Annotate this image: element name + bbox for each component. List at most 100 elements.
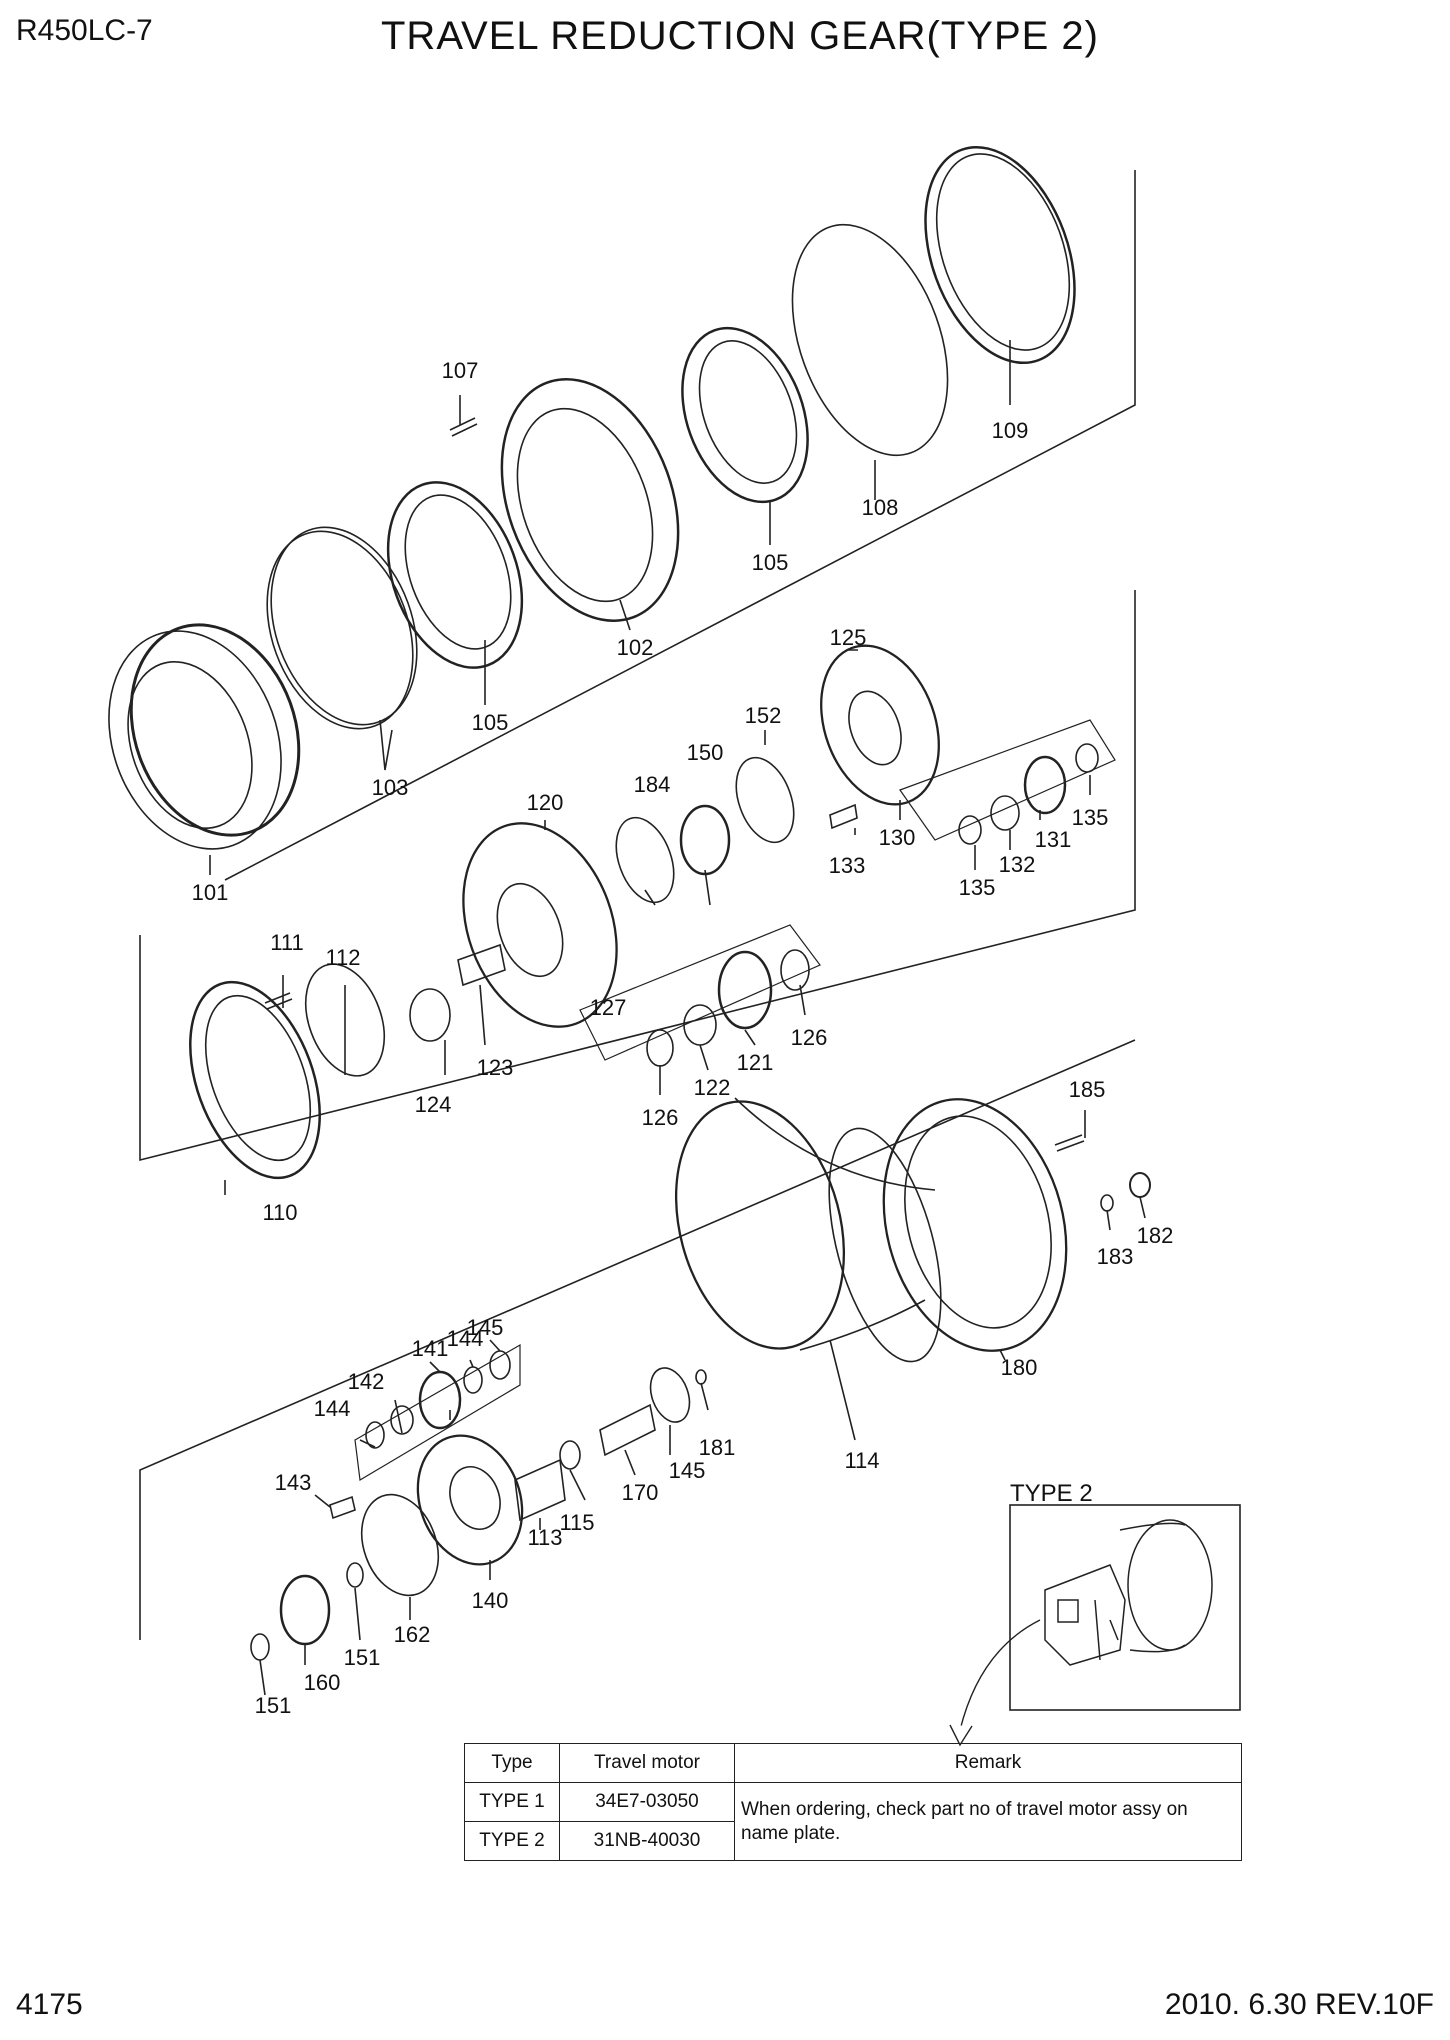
callout-152: 152 [745,703,782,728]
callout-126: 126 [642,1105,679,1130]
callout-180: 180 [1001,1355,1038,1380]
part-102-hub [500,377,680,623]
part-162-ring [360,1493,440,1597]
part-181-ring [695,1369,707,1385]
callout-labels: 1011021031051051071081091101111121131141… [192,358,1174,1718]
callout-105: 105 [472,710,509,735]
part-107-bolt [449,417,478,437]
type-table: Type Travel motor Remark TYPE 1 34E7-030… [464,1743,1242,1861]
part-184-ring [615,816,675,904]
callout-162: 162 [394,1622,431,1647]
inset-arrowhead [949,1724,973,1747]
part-145-snap-ring [649,1367,691,1423]
part-108-ring [791,223,949,457]
callout-125: 125 [830,625,867,650]
part-126-washer [780,949,810,991]
part-131-gear [1023,755,1067,815]
part-145-ring [489,1350,511,1380]
callout-103: 103 [372,775,409,800]
callout-107: 107 [442,358,479,383]
callout-181: 181 [699,1435,736,1460]
frame-lower [139,1039,1136,1640]
callout-184: 184 [634,772,671,797]
table-row: TYPE 2 31NB-40030 [464,1821,1242,1861]
cell-type: TYPE 2 [464,1821,560,1861]
part-113-bearing [514,1458,566,1522]
part-112-ring [304,963,386,1077]
part-135-washer-b [958,815,982,845]
part-152-ring [735,756,795,844]
part-151-ring-b [250,1633,270,1661]
part-143-pin [329,1495,356,1520]
frame-middle [139,590,1136,1162]
callout-110: 110 [262,1200,297,1225]
callout-150: 150 [687,740,724,765]
part-124-bushing [409,988,451,1042]
callout-160: 160 [304,1670,341,1695]
part-170-shaft [599,1403,656,1457]
callout-109: 109 [992,418,1029,443]
callout-142: 142 [348,1369,385,1394]
part-142-bushing [390,1405,414,1435]
callout-126: 126 [791,1025,828,1050]
part-141-gear [418,1370,462,1430]
part-101-housing [108,623,301,850]
page-number: 4175 [16,1988,83,2021]
part-115-ring [559,1440,581,1470]
part-135-washer [1075,743,1099,773]
callout-144: 144 [447,1326,484,1351]
part-122-bushing [683,1004,717,1046]
inset-frame [1009,1504,1241,1711]
callout-120: 120 [527,790,564,815]
callout-108: 108 [862,495,899,520]
callout-123: 123 [477,1055,514,1080]
part-133-pin [829,803,858,830]
callout-112: 112 [325,945,360,970]
part-144-washer-b [463,1366,483,1394]
callout-105: 105 [752,550,789,575]
header-travel-motor: Travel motor [559,1743,735,1783]
header-type: Type [464,1743,560,1783]
callout-135: 135 [959,875,996,900]
part-132-bushing [990,795,1020,831]
callout-145: 145 [669,1458,706,1483]
callout-151: 151 [255,1693,292,1718]
page-title: TRAVEL REDUCTION GEAR(TYPE 2) [381,14,1099,58]
part-140-carrier [416,1434,524,1566]
header-remark: Remark [734,1743,1242,1783]
cell-motor: 34E7-03050 [559,1782,735,1822]
part-182-plug [1129,1172,1151,1198]
part-120-carrier [462,822,618,1028]
cell-remark: When ordering, check part no of travel m… [734,1782,1242,1861]
part-103-o-ring [266,526,418,730]
callout-102: 102 [617,635,654,660]
part-144-washer [365,1421,385,1449]
callout-115: 115 [559,1510,594,1535]
subframe-130 [899,719,1116,841]
callout-132: 132 [999,852,1036,877]
callout-182: 182 [1137,1223,1174,1248]
subframe-121 [579,924,821,1061]
callout-111: 111 [270,930,303,955]
callout-183: 183 [1097,1244,1134,1269]
callout-127: 127 [590,995,627,1020]
part-185-bolt [1054,1134,1085,1152]
callout-140: 140 [472,1588,509,1613]
callout-131: 131 [1035,827,1072,852]
callout-101: 101 [192,880,229,905]
table-header-row: Type Travel motor Remark [464,1743,1242,1783]
callout-124: 124 [415,1092,452,1117]
part-151-ring [346,1562,364,1588]
part-114-drum [674,1097,942,1363]
part-111-bolt [264,992,293,1010]
table-row: TYPE 1 34E7-03050 When ordering, check p… [464,1782,1242,1861]
callout-114: 114 [844,1448,879,1473]
callout-133: 133 [829,853,866,878]
callout-143: 143 [275,1470,312,1495]
part-183-ring [1100,1194,1114,1212]
callout-122: 122 [694,1075,731,1100]
frame-upper [224,170,1136,881]
model-code: R450LC-7 [16,14,153,47]
part-110-ring-gear [189,980,321,1180]
part-123-pin [457,943,506,987]
